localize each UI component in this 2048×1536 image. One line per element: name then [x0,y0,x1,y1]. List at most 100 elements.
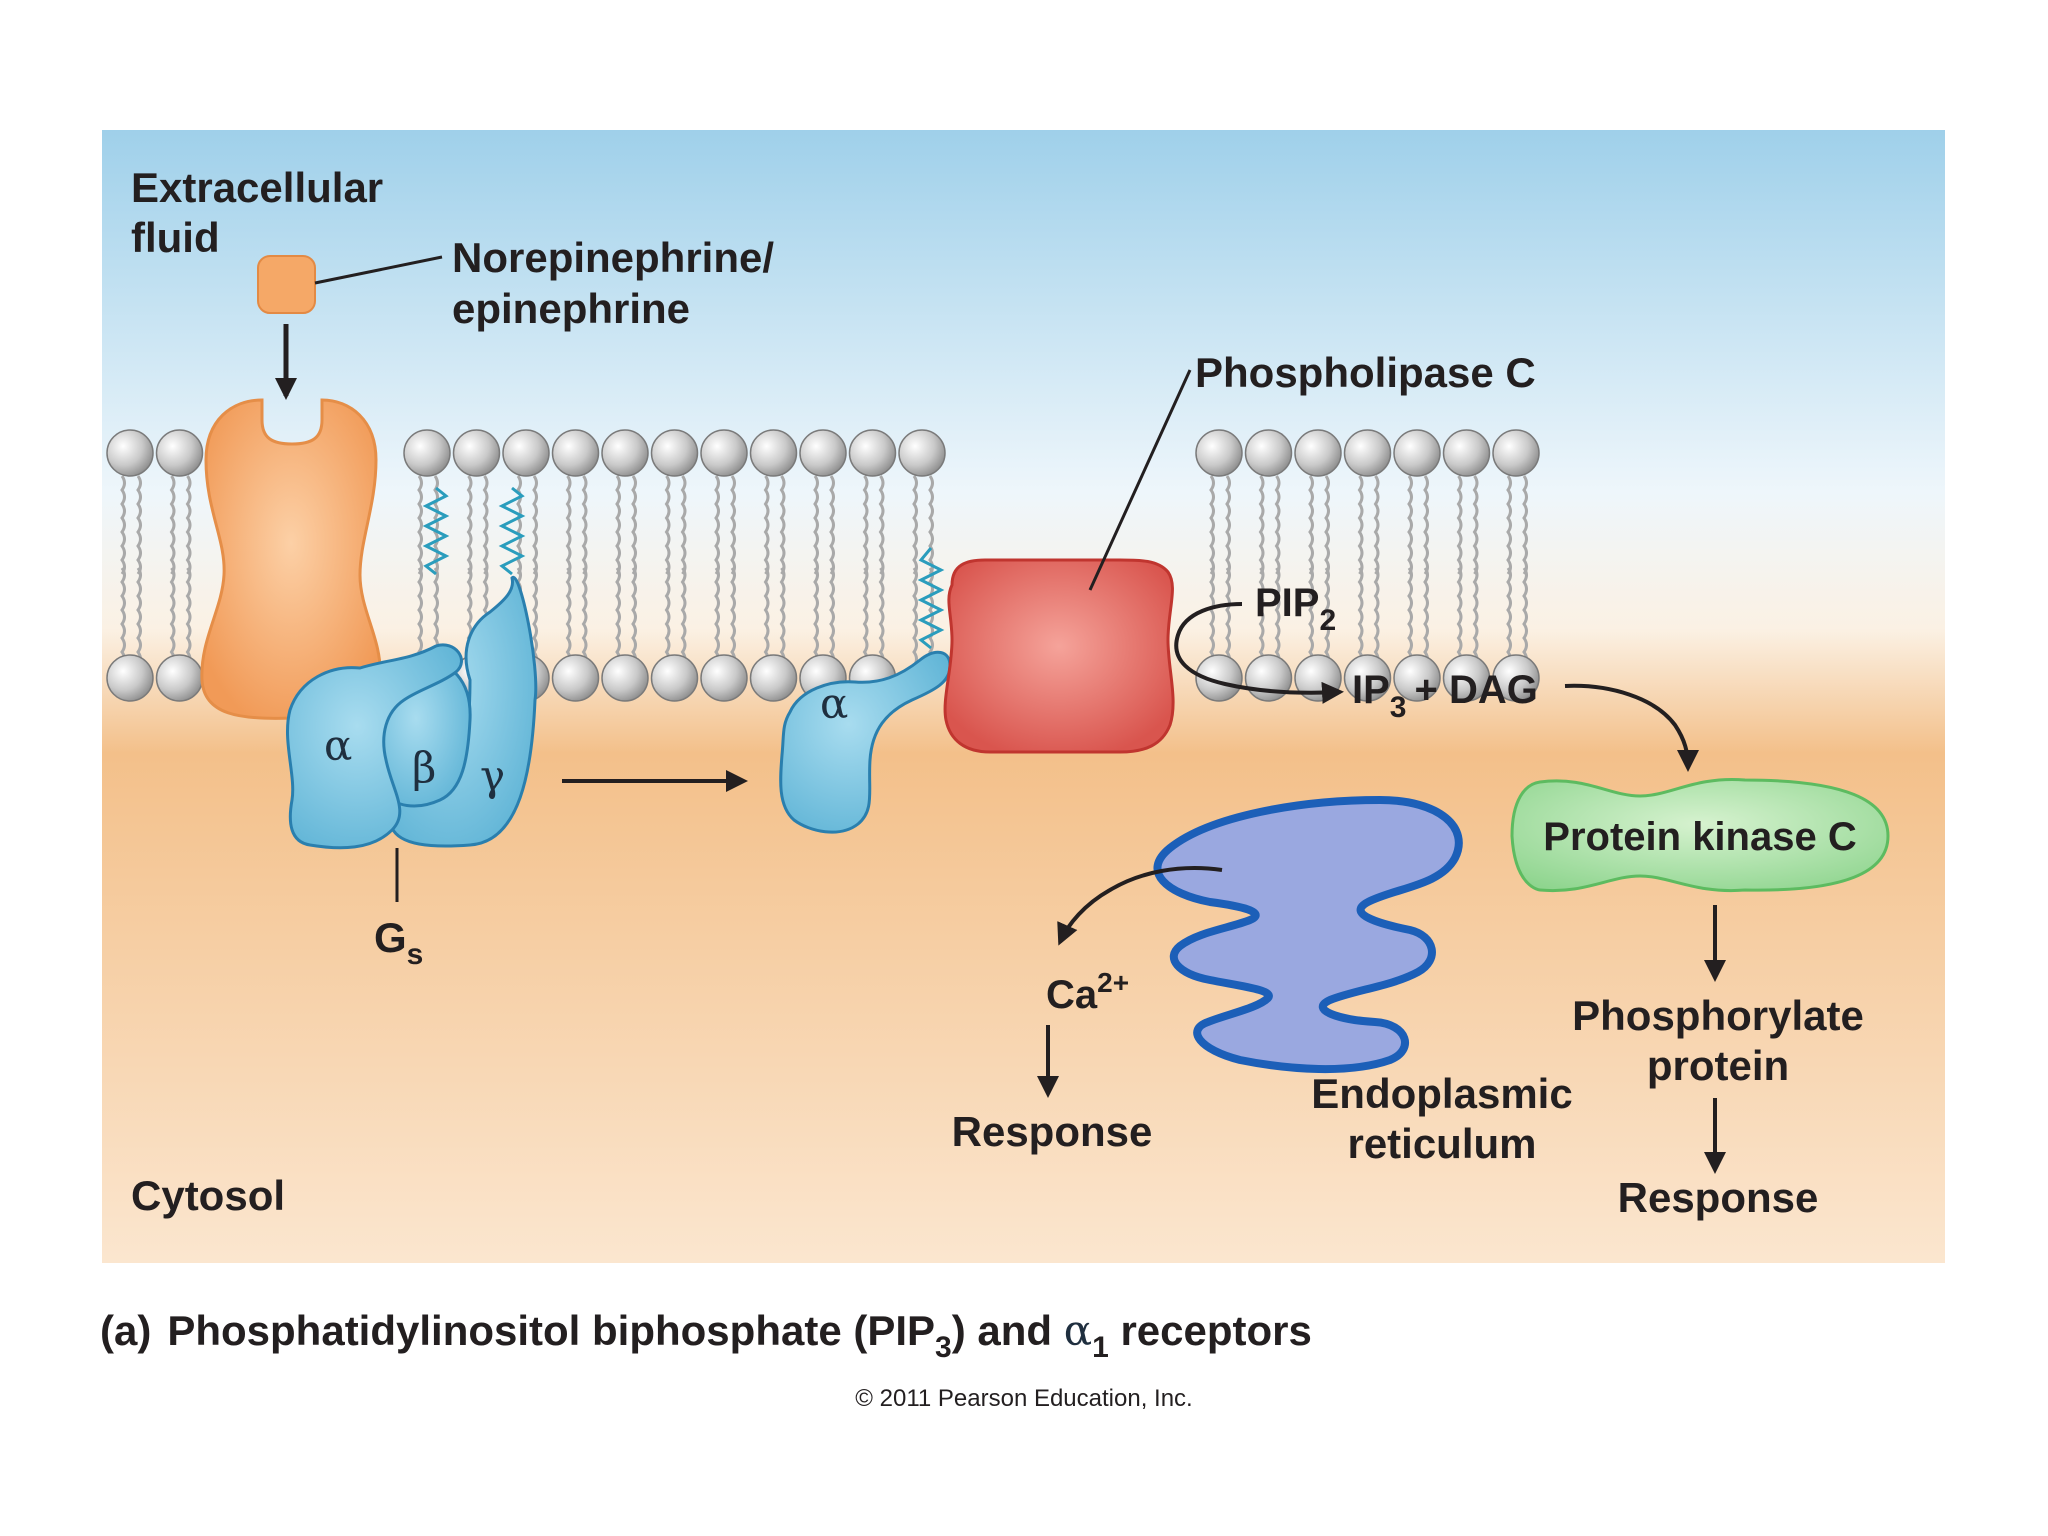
lipid-head [1244,654,1293,702]
lipid-tail [631,567,637,667]
lipid-tail [1456,475,1463,575]
caption-alpha-subscript: 1 [1092,1331,1109,1364]
ligand-icon [257,255,316,314]
ligand-label-line2: epinephrine [452,285,690,332]
lipid-tail [1324,475,1330,575]
lipid-head [106,654,154,702]
calcium-superscript: 2+ [1097,967,1129,998]
lipid-tail [664,475,671,575]
caption-part: (a) [100,1307,151,1354]
ip3-text: IP [1352,668,1390,712]
extracellular-label: Extracellular [131,164,383,211]
lipid-head [1393,654,1441,702]
protein-kinase-c-shape [1510,777,1890,893]
lipid-head [1492,654,1540,702]
phospholipase-leader-line [1088,369,1192,591]
lipid-tail [565,475,572,575]
lipid-head [749,654,798,702]
lipid-head [155,429,204,477]
lipid-tail [730,475,736,575]
lipid-tail [532,475,538,575]
lipid-tail [912,475,918,575]
phosphorylate-label-line2: protein [1647,1042,1789,1089]
lipid-tail [169,475,176,575]
er-to-calcium-arrow [1057,866,1223,946]
lipid-tail [1225,475,1231,575]
lipid-tail [1373,475,1380,575]
lipid-tail [829,475,835,575]
pip2-text: PIP [1255,581,1319,625]
lipid-tail [185,475,192,575]
lipid-tail [763,475,770,575]
lipid-head [1492,429,1540,477]
lipid-tail [1225,567,1231,667]
lipid-tail [763,567,770,667]
ligand-leader-line [314,255,443,285]
caption-text-c: receptors [1109,1307,1312,1354]
lipid-head [1442,654,1491,702]
g-protein-icon [286,576,538,850]
lipid-tail [136,567,142,667]
lipid-tail [680,567,687,667]
gs-subscript: s [407,938,424,971]
lipid-tail [862,567,869,667]
lipid-tail [878,567,885,667]
lipid-head [551,654,600,702]
extracellular-label-line2: fluid [131,214,220,261]
gs-text: G [374,914,407,961]
caption-subscript: 3 [935,1331,952,1364]
lipid-tail [1274,475,1281,575]
lipid-tail [1209,475,1215,575]
lipid-tail [1274,567,1281,667]
pip2-subscript: 2 [1319,604,1336,637]
lipid-head [452,429,501,477]
lipid-tail [532,567,538,667]
dag-text: + DAG [1414,668,1537,712]
lipid-tail [714,567,720,667]
calcium-text: Ca [1046,973,1098,1017]
lipid-head [749,429,798,477]
lipid-head [601,654,649,702]
lipid-tail [1258,475,1265,575]
lipid-head [106,429,154,477]
lipid-tail [829,567,835,667]
lipid-head [1343,654,1392,702]
ip3-subscript: 3 [1390,691,1407,724]
lipid-tail [120,475,126,575]
phospholipase-c-icon [943,558,1175,754]
lipid-head [403,429,451,477]
lipid-tail [1522,567,1528,667]
response-right-label: Response [1618,1174,1819,1221]
lipid-tail [565,567,572,667]
lipid-head [650,429,699,477]
lipid-tail [664,567,671,667]
pip2-label: PIP2 [1255,581,1336,637]
lipid-tail [1407,567,1413,667]
lipid-tail [1357,567,1364,667]
lipid-tail [631,475,637,575]
alpha-label: α [324,721,352,770]
lipid-tail [581,567,588,667]
lipid-tail [1373,567,1380,667]
lipid-tail [1324,567,1330,667]
lipid-tail [1472,475,1479,575]
lipid-tail [136,475,142,575]
beta-label: β [412,743,436,792]
lipid-head [155,654,204,702]
lipid-tail [185,567,192,667]
lipid-tail [813,567,819,667]
activated-alpha-icon [779,650,952,834]
lipid-tail [1407,475,1413,575]
lipid-tail [1506,475,1512,575]
lipid-tail [1308,475,1314,575]
g-protein-anchors [422,486,945,650]
lipid-head [898,429,946,477]
lipid-tails [120,475,1528,667]
pkc-label: Protein kinase C [1543,815,1856,859]
lipid-tail [928,475,934,575]
lipid-tail [1423,475,1429,575]
er-label-line2: reticulum [1347,1120,1536,1167]
lipid-tail [466,475,473,575]
lipid-tail [912,567,918,667]
